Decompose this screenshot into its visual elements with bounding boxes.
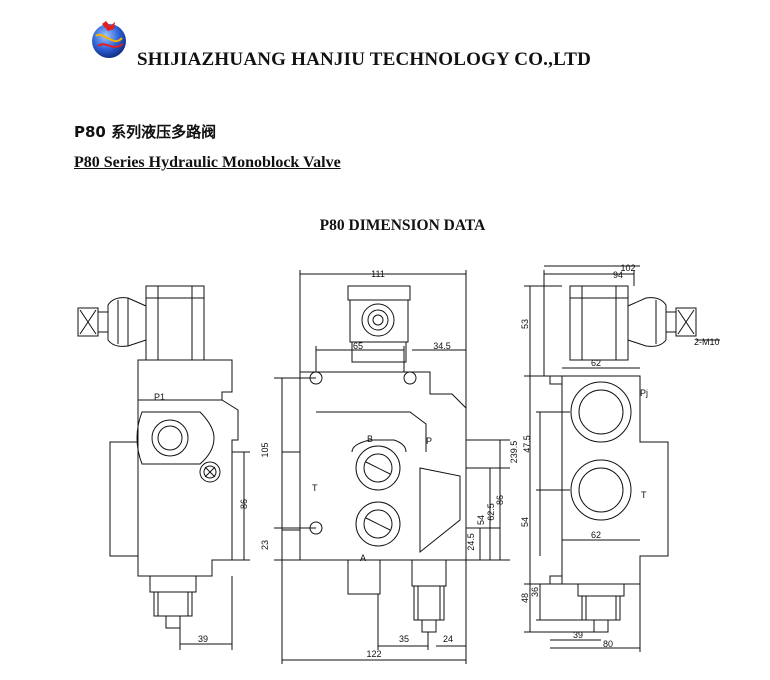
right-dim-47-5: 47.5	[522, 435, 532, 453]
right-dim-62-bot: 62	[591, 530, 601, 540]
front-dim-34-5: 34.5	[433, 341, 451, 351]
front-dim-111: 111	[371, 269, 385, 279]
right-dim-39: 39	[573, 630, 583, 640]
front-dim-24-5: 24.5	[466, 533, 476, 551]
left-dim-23: 23	[260, 540, 270, 550]
front-dim-35: 35	[399, 634, 409, 644]
left-dim-105: 105	[260, 442, 270, 457]
front-dim-86: 86	[495, 495, 505, 505]
company-name: SHIJIAZHUANG HANJIU TECHNOLOGY CO.,LTD	[137, 49, 592, 70]
right-dim-62-top: 62	[591, 358, 601, 368]
front-dim-65: 65	[353, 341, 363, 351]
front-dim-54: 54	[476, 515, 486, 525]
right-dim-36: 36	[530, 587, 540, 597]
front-dim-62-5: 62.5	[486, 503, 496, 521]
product-title-chinese: P80 系列液压多路阀	[74, 123, 217, 141]
left-port-p1-label: P1	[154, 392, 165, 402]
front-dim-24: 24	[443, 634, 453, 644]
left-side-view	[77, 285, 250, 650]
right-dim-239-5: 239.5	[509, 441, 519, 464]
front-port-b-label: B	[367, 434, 373, 444]
front-dim-122: 122	[366, 649, 381, 659]
left-dim-39: 39	[198, 634, 208, 644]
right-dim-80: 80	[603, 639, 613, 649]
right-dim-48: 48	[520, 593, 530, 603]
right-dim-2m10: 2-M10	[694, 337, 720, 347]
right-side-view	[524, 265, 720, 652]
right-dim-94: 94	[613, 270, 623, 280]
globe-logo-icon	[92, 21, 126, 58]
front-view	[274, 270, 510, 664]
front-port-a-label: A	[360, 553, 366, 563]
product-title-english: P80 Series Hydraulic Monoblock Valve	[74, 154, 341, 171]
right-port-pj-label: Pj	[640, 388, 648, 398]
left-dim-86: 86	[239, 499, 249, 509]
right-port-t-label: T	[641, 490, 647, 500]
section-heading: P80 DIMENSION DATA	[319, 217, 486, 234]
right-dim-102: 102	[620, 263, 635, 273]
right-dim-54: 54	[520, 517, 530, 527]
front-port-p-label: P	[426, 436, 432, 446]
front-port-t-label: T	[312, 483, 318, 493]
right-dim-53: 53	[520, 319, 530, 329]
